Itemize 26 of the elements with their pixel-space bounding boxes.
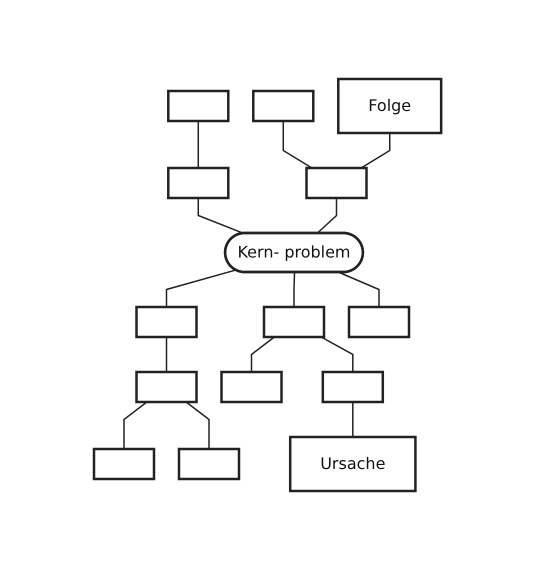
connector <box>166 337 168 372</box>
node-box <box>136 370 198 404</box>
node-box <box>93 448 156 480</box>
node-box <box>167 166 230 200</box>
connector <box>352 402 354 437</box>
connector <box>321 336 354 372</box>
node-box <box>348 306 411 338</box>
node-box <box>252 90 315 122</box>
node-box <box>263 306 326 338</box>
node-box <box>322 370 384 404</box>
node-box: Ursache <box>289 436 418 492</box>
node-box <box>178 448 241 480</box>
connector <box>124 401 148 449</box>
node-box: Folge <box>337 78 443 134</box>
node-box <box>220 370 284 404</box>
connector <box>186 401 210 449</box>
connector <box>339 272 380 307</box>
node-box <box>167 90 230 122</box>
connector <box>198 121 200 168</box>
node-box <box>136 306 198 338</box>
connector <box>316 198 338 234</box>
connector <box>294 272 296 307</box>
connector <box>251 336 276 372</box>
connector <box>361 133 391 169</box>
connector <box>166 269 236 307</box>
node-box <box>306 166 368 200</box>
